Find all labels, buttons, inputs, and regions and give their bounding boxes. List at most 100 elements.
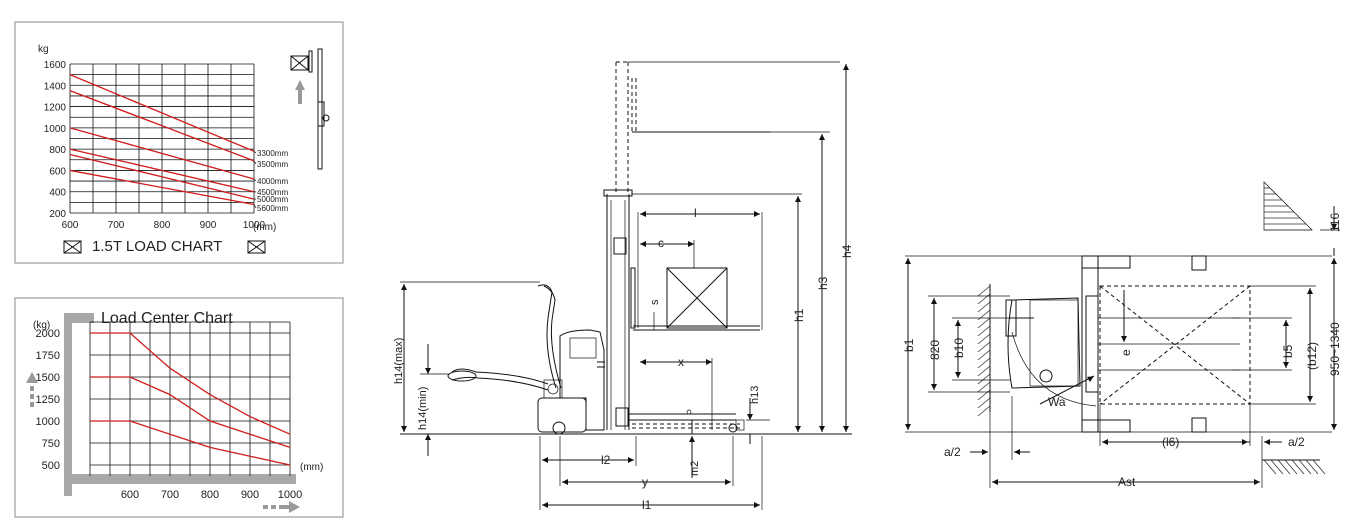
height-label: 3500mm (257, 160, 288, 169)
up-arrow-icon (26, 372, 38, 407)
load-chart-grid (69, 63, 255, 214)
up-arrow-shaft (298, 88, 302, 104)
dim-label-b10: b10 (952, 338, 966, 358)
dim-label-range: 950~1340 (1328, 322, 1342, 376)
y-tick-label: 1600 (44, 60, 67, 71)
dim-label-s: s (649, 299, 661, 305)
load-chart-frame (14, 21, 344, 264)
wall-hatch-left (977, 284, 991, 417)
load-curve-3500mm (69, 89, 255, 162)
mast (603, 61, 637, 430)
x-tick-label: 700 (161, 489, 179, 501)
dim-label-h14min: h14(min) (417, 387, 429, 430)
load-center-chart-curves (90, 332, 291, 466)
tiller-arm (447, 284, 562, 391)
y-tick-label: 2000 (36, 328, 60, 340)
up-arrow-icon (295, 80, 305, 90)
y-tick-label: 800 (49, 145, 66, 156)
gray-axis-bar-vertical (64, 313, 72, 496)
mast-lift-icon (290, 48, 330, 170)
x-tick-label: 600 (62, 220, 79, 231)
x-tick-label: 900 (241, 489, 259, 501)
dim-label-l: l (694, 206, 697, 220)
wall-hatch-bottom (1262, 459, 1326, 475)
x-tick-label: 700 (108, 220, 125, 231)
load-wheel-top (1191, 255, 1207, 271)
load-curve-3300mm (69, 74, 255, 152)
load-center-chart-x-unit: (mm) (300, 462, 323, 473)
y-tick-label: 1000 (36, 416, 60, 428)
dim-label-x: x (678, 355, 684, 369)
pallet-load (666, 267, 728, 329)
y-tick-label: 600 (49, 166, 66, 177)
pallet-top-dashed (1099, 285, 1251, 405)
load-wheel-bottom (1191, 417, 1207, 433)
gray-axis-bar-top (64, 313, 94, 323)
load-chart-panel: 600 700 800 900 1000 1600 1400 1200 1000 800 600 4… (14, 21, 344, 264)
fork-tip-top (1081, 255, 1131, 269)
load-chart-y-unit: kg (38, 44, 49, 55)
truck-body (537, 329, 605, 435)
load-center-chart-grid (89, 321, 291, 476)
dim-label-l1: l1 (642, 498, 652, 512)
y-tick-label: 500 (42, 460, 60, 472)
lowered-forks (615, 407, 745, 433)
x-tick-label: 900 (200, 220, 217, 231)
y-tick-label: 1500 (36, 372, 60, 384)
wall-hatch-top (1263, 181, 1313, 231)
dim-label-h4: h4 (840, 244, 854, 258)
load-curve-5600mm (69, 169, 255, 206)
height-label-leader (253, 151, 257, 154)
height-label: 4500mm (257, 188, 288, 197)
height-label-leader (253, 160, 257, 165)
dim-label-y: y (642, 475, 648, 489)
dim-label-h14max: h14(max) (393, 338, 405, 384)
load-center-curve-2 (90, 376, 291, 449)
gray-axis-bar-bottom (64, 474, 296, 484)
load-center-chart-frame (14, 297, 344, 518)
load-chart-x-ticks: 600 700 800 900 1000 (62, 220, 266, 231)
pallet-icon-right (247, 240, 266, 254)
y-tick-label: 1200 (44, 103, 67, 114)
dim-label-116: 116 (1328, 213, 1342, 232)
dim-label-h3: h3 (816, 276, 830, 290)
dim-label-ast: Ast (1118, 475, 1136, 489)
turning-radius-arc (1011, 331, 1097, 407)
load-center-curve-1 (90, 332, 291, 435)
height-label: 5000mm (257, 195, 288, 204)
dim-label-b12: (b12) (1305, 342, 1319, 370)
dim-label-a2-right: a/2 (1288, 435, 1305, 449)
fork-tip-bottom (1081, 419, 1131, 433)
right-arrow-icon (263, 501, 300, 513)
dim-label-wa: Wa (1048, 395, 1066, 409)
x-tick-label: 800 (201, 489, 219, 501)
x-tick-label: 800 (154, 220, 171, 231)
top-view-drawing: b1 820 b10 e b5 (b12) 950~1340 (902, 181, 1342, 489)
dim-label-h1: h1 (792, 308, 806, 322)
load-center-curve-3 (90, 420, 291, 466)
dim-label-820: 820 (928, 340, 942, 360)
load-curve-5000mm (69, 153, 255, 200)
x-tick-label: 1000 (243, 220, 266, 231)
load-chart-title: 1.5T LOAD CHART (92, 238, 222, 255)
truck-chassis-top (1005, 295, 1099, 393)
y-tick-label: 200 (49, 209, 66, 220)
load-center-chart-y-unit: (kg) (33, 320, 50, 331)
load-chart-x-unit: (mm) (253, 222, 276, 233)
y-tick-label: 1400 (44, 81, 67, 92)
height-label: 3300mm (257, 149, 288, 158)
load-curve-4000mm (69, 127, 255, 180)
height-label-leader (253, 204, 257, 209)
dim-label-b5: b5 (1281, 344, 1295, 358)
load-center-chart-title: Load Center Chart (101, 310, 233, 327)
dim-label-c: c (658, 236, 664, 250)
dim-label-a2-left: a/2 (944, 445, 961, 459)
side-view-drawing: l c s x (393, 61, 854, 512)
dim-label-m2: m2 (689, 461, 701, 476)
x-tick-label: 1000 (278, 489, 302, 501)
